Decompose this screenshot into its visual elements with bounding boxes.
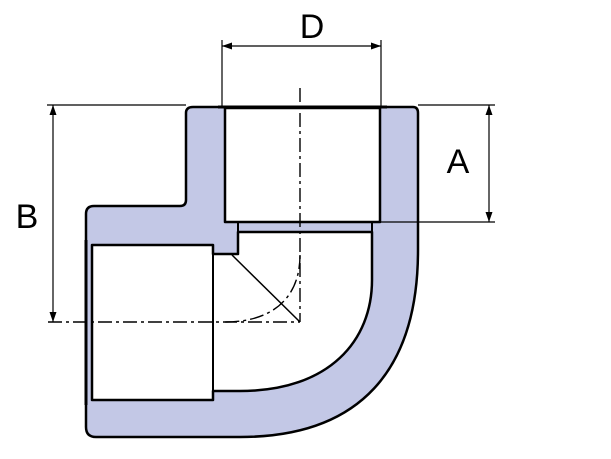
dimension-b-label: B xyxy=(16,198,39,236)
center-lines xyxy=(48,88,301,323)
dimension-a: A xyxy=(380,104,495,223)
left-socket xyxy=(92,244,214,401)
dimension-d-label: D xyxy=(300,8,325,46)
dimension-b: B xyxy=(16,104,186,322)
bend-centerline xyxy=(224,254,301,323)
dimension-a-label: A xyxy=(447,143,470,181)
inner-edges xyxy=(231,254,301,323)
fitting-wall xyxy=(84,105,420,439)
top-socket xyxy=(224,108,381,232)
fitting-body xyxy=(84,105,420,439)
dimension-d: D xyxy=(221,8,382,108)
